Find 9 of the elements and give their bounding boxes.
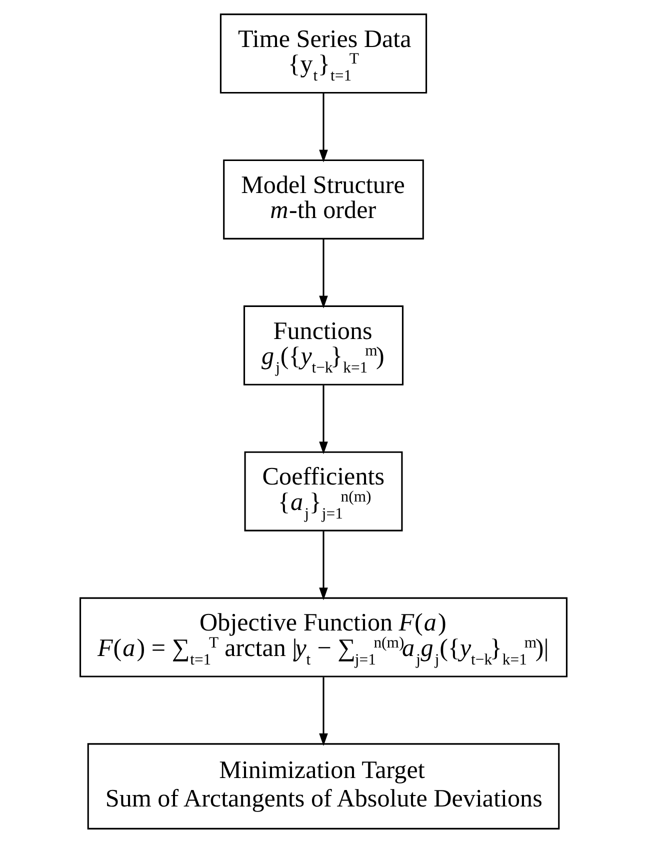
- node-box: Minimization Target Sum of Arctangents of Absolute Deviations: [87, 743, 560, 830]
- node-box: Functions g$_{j}$({y$_{t−k}$}$_{k=1}$$^{m}$): [243, 305, 404, 386]
- arrow: [319, 677, 328, 746]
- node-box: Model Structure m-th order: [223, 159, 424, 240]
- arrow: [319, 531, 328, 600]
- arrow: [319, 239, 328, 308]
- node-box: Objective Function F(a) F(a) = ∑$_{t=1}$$^{T}$ arctan |y$_{t}$ − ∑$_{j=1}$$^{n(m)}$a$_{j}$g$_{j}$({y$_{t−k}$}$_{k=1}$$^{m}$)|: [80, 597, 568, 678]
- arrow: [319, 385, 328, 454]
- arrow: [319, 93, 328, 162]
